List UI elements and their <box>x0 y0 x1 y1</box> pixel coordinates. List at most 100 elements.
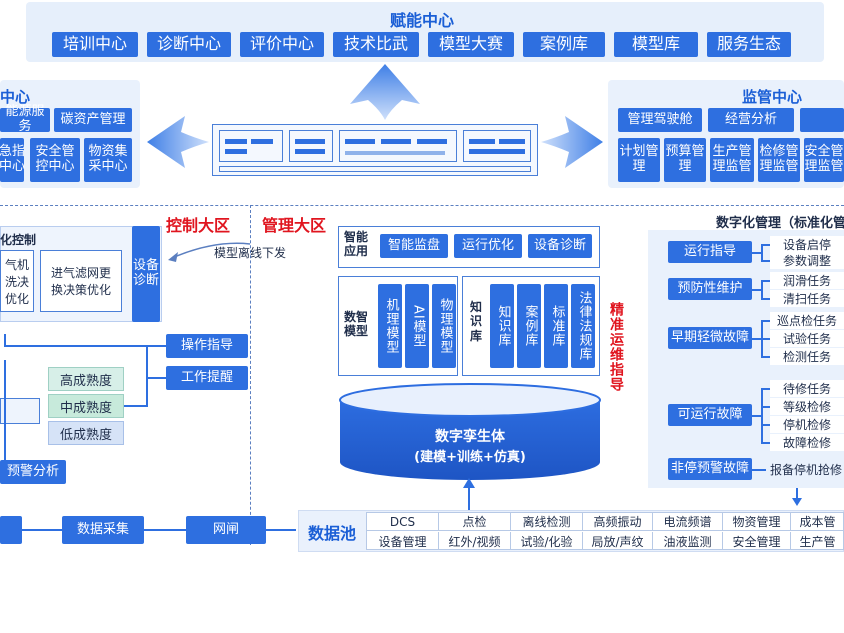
horizontal-dashed-line <box>0 205 844 206</box>
data-pool-cell: 高频振动 <box>583 513 653 531</box>
left-arrow-icon <box>147 116 209 168</box>
connector <box>752 415 762 417</box>
offline-arrow-icon <box>168 242 251 262</box>
left-center-title: 中心 <box>0 88 31 106</box>
mgmt-task[interactable]: 参数调整 <box>770 252 844 269</box>
control-box-1: 气机 洗决 优化 <box>0 250 34 312</box>
mgmt-group-label[interactable]: 预防性维护 <box>668 278 752 300</box>
nonstop-task[interactable]: 报备停机抢修 <box>770 463 843 477</box>
maturity-low[interactable]: 低成熟度 <box>48 421 124 445</box>
work-reminder-button[interactable]: 工作提醒 <box>166 366 248 390</box>
run-optimize-button[interactable]: 运行优化 <box>454 234 522 258</box>
operation-guidance-button[interactable]: 操作指导 <box>166 334 248 358</box>
right-center-item[interactable]: 检修管 理监管 <box>758 138 800 182</box>
empower-item[interactable]: 评价中心 <box>240 32 324 57</box>
twin-title: 数字孪生体 <box>435 429 505 445</box>
knowledge-base[interactable]: 知识库 <box>490 284 514 368</box>
up-arrow-icon <box>350 64 420 120</box>
right-center-item[interactable]: 预算管 理 <box>664 138 706 182</box>
connector <box>761 280 771 282</box>
device-diagnosis-button[interactable]: 设备诊断 <box>528 234 592 258</box>
data-collect-button[interactable]: 数据采集 <box>62 516 144 544</box>
right-center-item[interactable]: 管理驾驶舱 <box>618 108 702 132</box>
empower-item[interactable]: 培训中心 <box>52 32 138 57</box>
empower-item[interactable]: 诊断中心 <box>147 32 231 57</box>
law-base[interactable]: 法律法规库 <box>571 284 595 368</box>
data-pool-cell: 设备管理 <box>367 532 439 550</box>
connector <box>4 360 6 460</box>
connector <box>761 280 763 300</box>
left-center-item[interactable]: 能源服务 <box>0 104 50 134</box>
warning-analysis-button[interactable]: 预警分析 <box>0 460 66 484</box>
data-pool-cell: 离线检测 <box>511 513 583 531</box>
standard-base[interactable]: 标准库 <box>544 284 568 368</box>
connector <box>266 529 296 531</box>
connector <box>22 529 62 531</box>
small-table-thumbnail <box>0 398 40 424</box>
mgmt-task[interactable]: 故障检修 <box>770 434 844 451</box>
mgmt-task[interactable]: 润滑任务 <box>770 272 844 289</box>
mgmt-group-label[interactable]: 可运行故障 <box>668 404 752 426</box>
ai-model[interactable]: AI模型 <box>405 284 429 368</box>
mgmt-task[interactable]: 设备启停 <box>770 236 844 253</box>
control-box-2: 进气滤网更 换决策优化 <box>40 250 122 312</box>
gateway-button[interactable]: 网闸 <box>186 516 266 544</box>
up-small-arrow-icon <box>463 478 475 488</box>
empower-item[interactable]: 服务生态 <box>707 32 791 57</box>
connector <box>761 244 771 246</box>
data-pool-cell: DCS <box>367 513 439 531</box>
mgmt-task[interactable]: 检测任务 <box>770 348 844 365</box>
nonstop-warning-label[interactable]: 非停预警故障 <box>668 458 752 480</box>
right-arrow-icon <box>541 116 603 168</box>
case-base[interactable]: 案例库 <box>517 284 541 368</box>
data-pool-cell: 成本管 <box>791 513 844 531</box>
device-diagnosis-side[interactable]: 设备 诊断 <box>132 226 160 322</box>
empower-item[interactable]: 模型库 <box>614 32 698 57</box>
digital-mgmt-title: 数字化管理（标准化管 <box>716 216 844 231</box>
empower-item[interactable]: 技术比武 <box>333 32 419 57</box>
control-panel-title: 化控制 <box>0 233 37 247</box>
right-center-item[interactable]: 安全管 理监管 <box>804 138 844 182</box>
connector <box>796 488 798 502</box>
empower-item[interactable]: 模型大赛 <box>428 32 514 57</box>
right-center-item[interactable] <box>800 108 844 132</box>
right-center-item[interactable]: 计划管 理 <box>618 138 660 182</box>
left-center-item[interactable]: 物资集 采中心 <box>84 138 132 182</box>
right-center-item[interactable]: 生产管 理监管 <box>710 138 754 182</box>
maturity-medium[interactable]: 中成熟度 <box>48 394 124 418</box>
data-pool-cell: 电流频谱 <box>653 513 723 531</box>
management-area-label: 管理大区 <box>262 216 327 235</box>
mechanism-model[interactable]: 机理模型 <box>378 284 402 368</box>
left-center-item[interactable]: 急指 中心 <box>0 138 25 182</box>
mgmt-task[interactable]: 巡点检任务 <box>770 312 844 329</box>
mgmt-task[interactable]: 等级检修 <box>770 398 844 415</box>
mgmt-group-label[interactable]: 运行指导 <box>668 241 752 263</box>
connector <box>4 334 6 347</box>
smart-monitor-button[interactable]: 智能监盘 <box>380 234 448 258</box>
connector <box>761 388 771 390</box>
mgmt-task[interactable]: 待修任务 <box>770 380 844 397</box>
data-pool-cell: 生产管 <box>791 532 844 550</box>
maturity-high[interactable]: 高成熟度 <box>48 367 124 391</box>
left-center-item[interactable]: 安全管 控中心 <box>30 138 80 182</box>
right-center-item[interactable]: 经营分析 <box>708 108 794 132</box>
mgmt-task[interactable]: 停机检修 <box>770 416 844 433</box>
left-center-item[interactable]: 碳资产管理 <box>54 108 132 132</box>
data-pool-cell: 物资管理 <box>723 513 791 531</box>
architecture-thumbnail <box>212 124 538 176</box>
connector <box>761 442 771 444</box>
empower-item[interactable]: 案例库 <box>523 32 605 57</box>
connector <box>761 320 771 322</box>
mgmt-task[interactable]: 清扫任务 <box>770 290 844 307</box>
precise-guidance-label: 精准运维指导 <box>608 302 624 392</box>
knowledge-label: 知 识 库 <box>470 300 483 343</box>
connector <box>146 377 166 379</box>
mgmt-group-label[interactable]: 早期轻微故障 <box>668 327 752 349</box>
physics-model[interactable]: 物理模型 <box>432 284 456 368</box>
offline-label: 模型离线下发 <box>214 246 287 260</box>
mgmt-task[interactable]: 试验任务 <box>770 330 844 347</box>
connector <box>4 345 166 347</box>
left-flow-node <box>0 516 22 544</box>
connector <box>144 529 186 531</box>
